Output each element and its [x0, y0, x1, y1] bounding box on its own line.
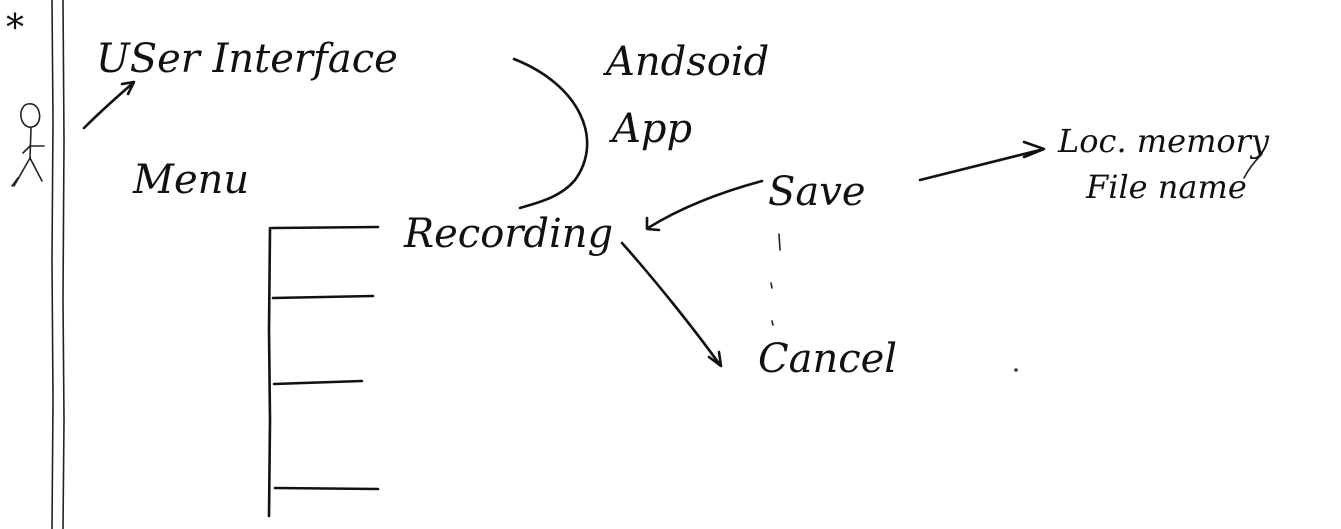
loc-memory-label: Loc. memory: [1057, 122, 1270, 160]
margin-rule: [51, 0, 65, 529]
ui-bracket-curve: [512, 57, 589, 210]
actor-to-ui-arrow: [82, 80, 136, 130]
recording-to-save-arrow: [645, 179, 764, 232]
cancel-label: Cancel: [758, 336, 897, 382]
recording-label: Recording: [403, 211, 613, 257]
menu-list-bracket: [267, 225, 380, 518]
save-label: Save: [768, 169, 866, 215]
android-label: Andsoid: [602, 39, 769, 85]
actor-icon: [11, 103, 45, 187]
user-interface-label: USer Interface: [96, 36, 398, 82]
app-label: App: [608, 106, 692, 152]
asterisk-mark: *: [6, 8, 24, 49]
recording-to-cancel-arrow: [620, 241, 723, 368]
memory-file-connector: [1243, 153, 1263, 179]
save-cancel-dotted-link: [770, 233, 781, 326]
stray-dot: [1014, 368, 1018, 372]
file-name-label: File name: [1085, 168, 1247, 206]
menu-label: Menu: [132, 157, 249, 203]
save-to-memory-arrow: [918, 140, 1046, 182]
